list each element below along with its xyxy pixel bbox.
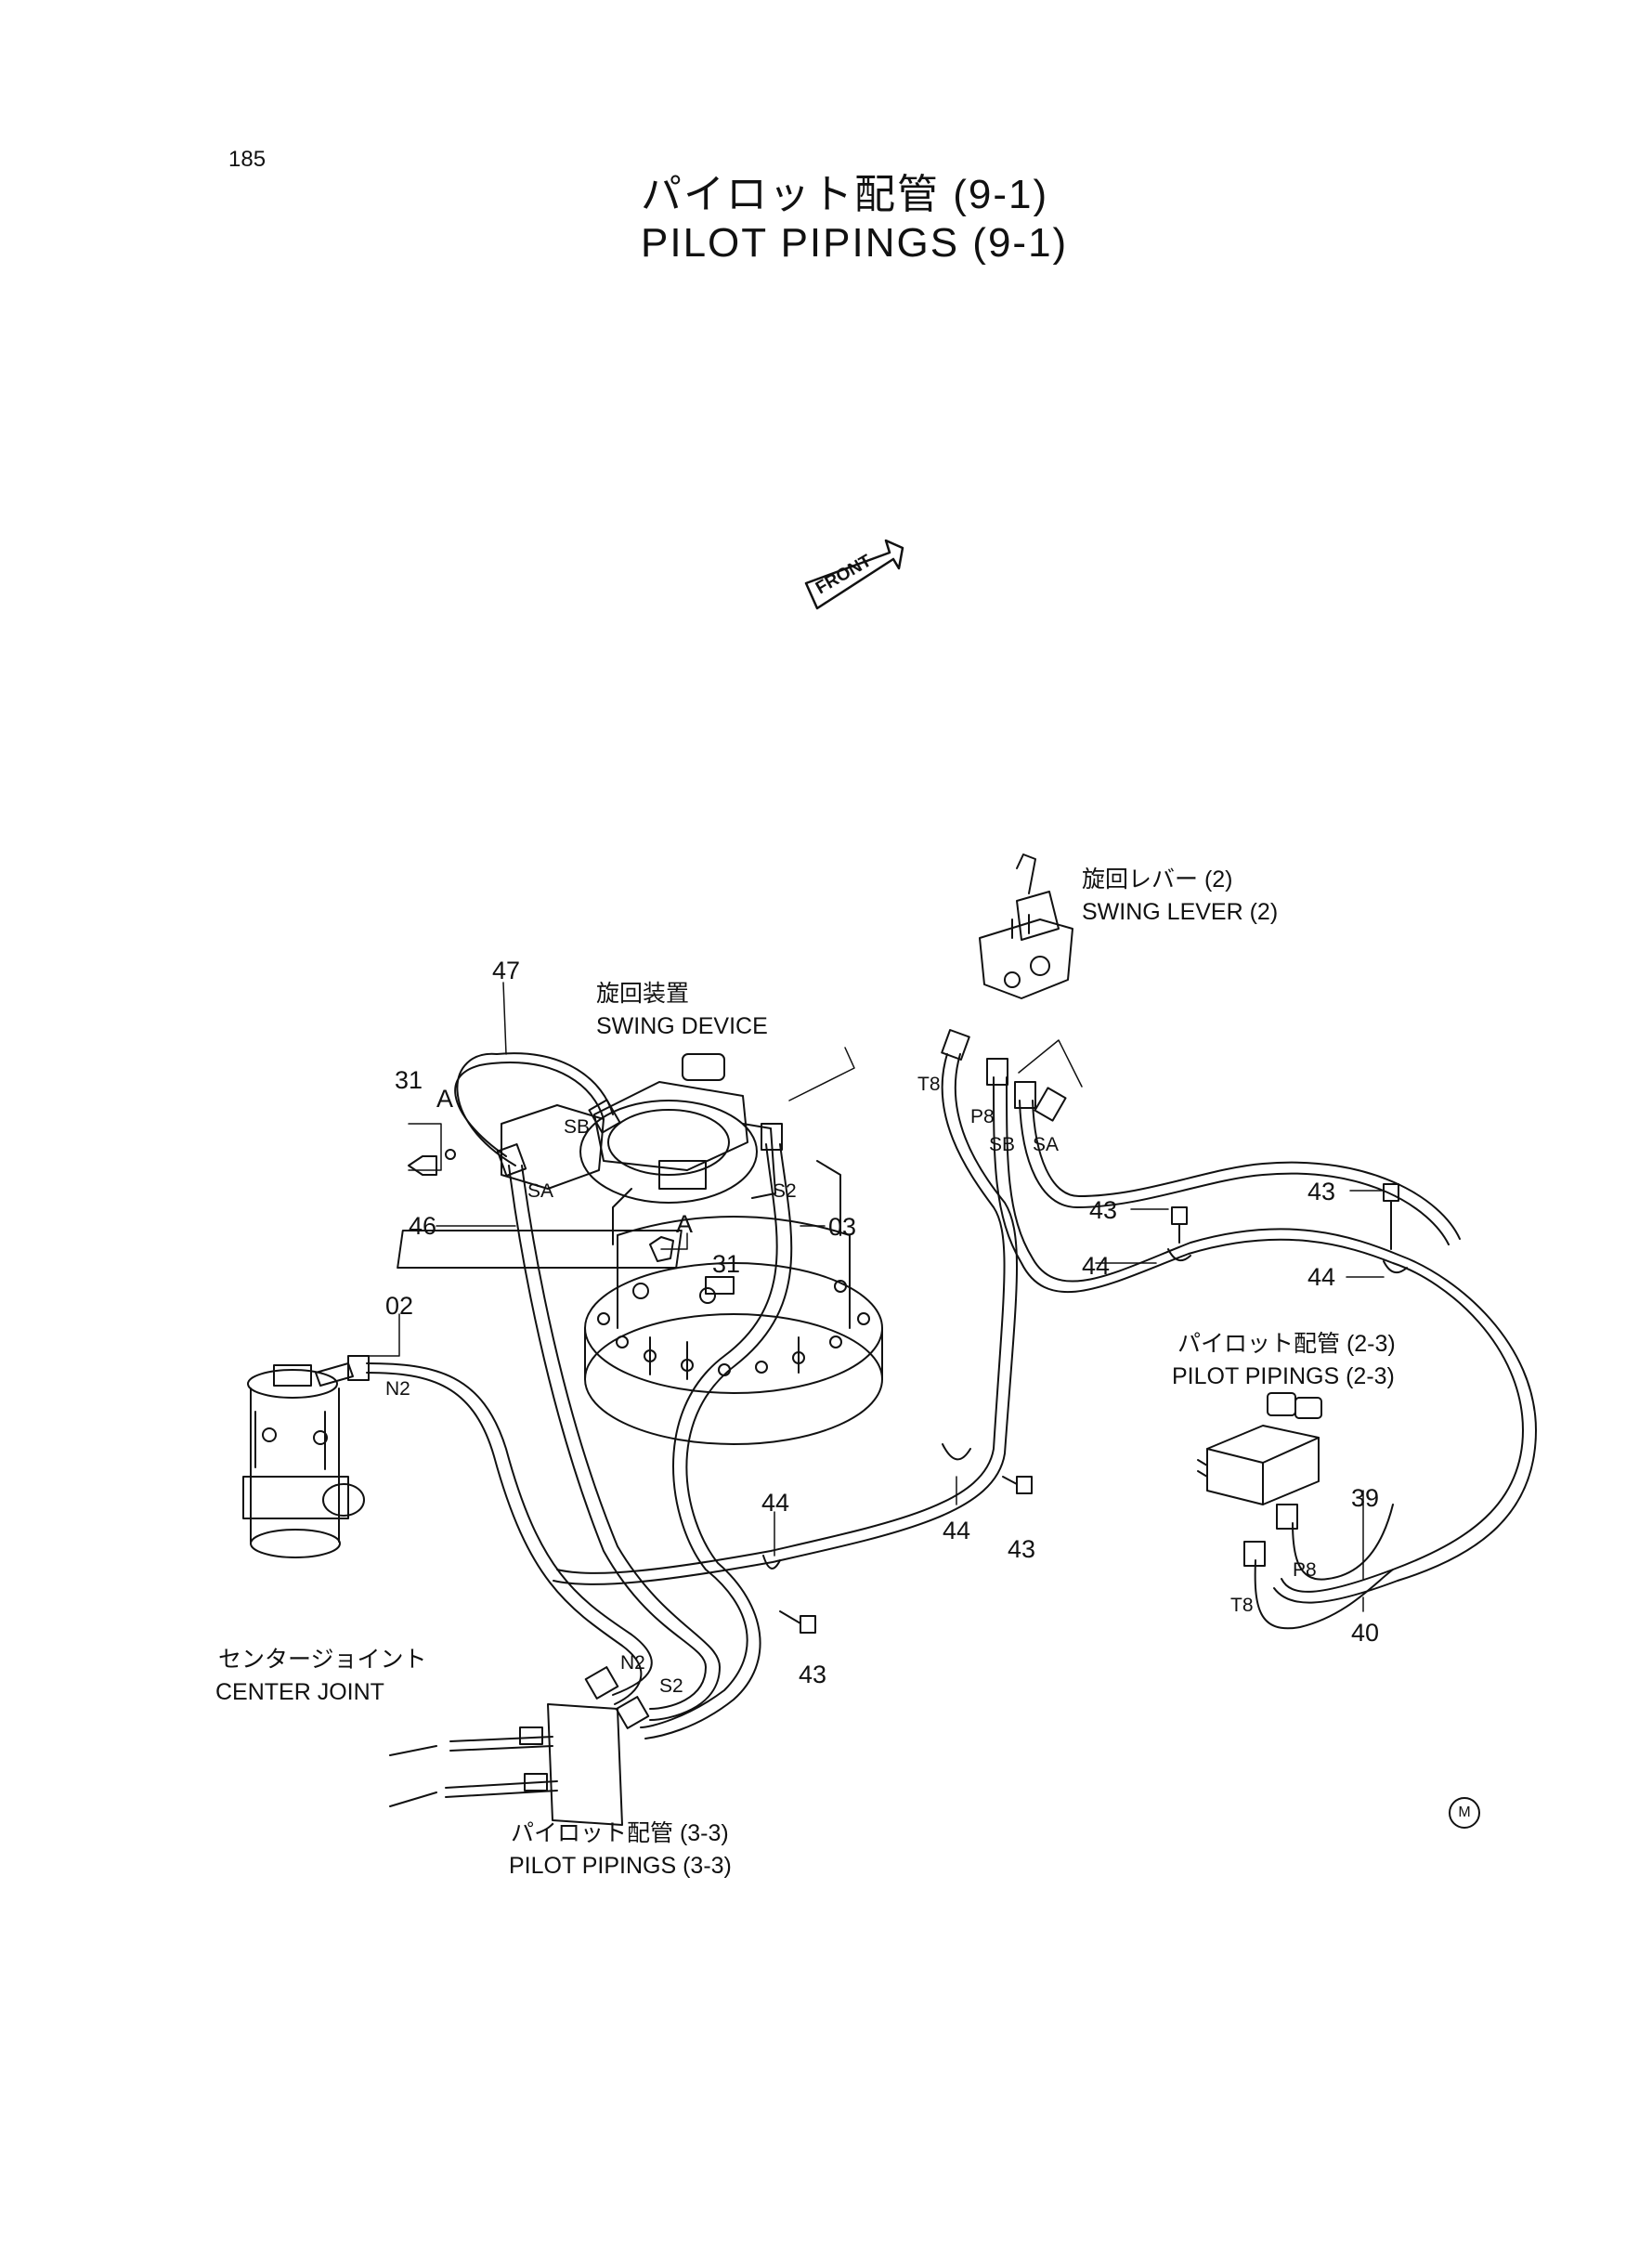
swing-device-jp-label: 旋回装置: [596, 981, 690, 1007]
page-title-en: PILOT PIPINGS (9-1): [641, 220, 1069, 266]
port-label-sb-lever: SB: [989, 1134, 1016, 1155]
port-label-p8: P8: [970, 1106, 995, 1127]
detail-a-parts: [408, 1149, 674, 1262]
part-number-40: 40: [1351, 1619, 1380, 1647]
manufacturer-mark-icon: M: [1449, 1797, 1480, 1829]
swing-lever-illustration: [979, 853, 1073, 999]
page-title-jp: パイロット配管 (9-1): [641, 172, 1049, 217]
part-number-46: 46: [409, 1212, 437, 1240]
pilot-3-3-bracket: [389, 1703, 623, 1826]
part-number-31: 31: [395, 1066, 423, 1094]
part-number-47: 47: [492, 957, 521, 984]
pilot-valve-block-illustration: [1197, 1392, 1322, 1505]
port-label-s2-lower: S2: [659, 1675, 683, 1697]
pilot-pipings-2-3-jp-label: パイロット配管 (2-3): [1177, 1331, 1396, 1357]
detail-mark-a: A: [436, 1085, 454, 1113]
pilot-pipings-2-3-en-label: PILOT PIPINGS (2-3): [1172, 1363, 1395, 1389]
part-number-03: 03: [828, 1213, 857, 1241]
port-label-sa-lever: SA: [1033, 1134, 1060, 1155]
port-label-t8: T8: [917, 1074, 941, 1095]
port-label-n2: N2: [385, 1378, 410, 1400]
part-number-44-d: 44: [943, 1517, 971, 1544]
detail-mark-a-lower: A: [676, 1210, 694, 1238]
port-label-sa: SA: [527, 1180, 554, 1202]
part-number-44-b: 44: [1307, 1263, 1336, 1291]
port-label-s2: S2: [773, 1180, 797, 1202]
center-joint-jp-label: センタージョイント: [218, 1647, 427, 1673]
pilot-pipings-3-3-en-label: PILOT PIPINGS (3-3): [509, 1853, 732, 1879]
pilot-pipings-3-3-jp-label: パイロット配管 (3-3): [511, 1820, 729, 1846]
part-number-02: 02: [385, 1292, 414, 1320]
swing-device-en-label: SWING DEVICE: [596, 1013, 768, 1039]
part-number-44-a: 44: [1082, 1252, 1111, 1280]
page-number: 185: [228, 147, 267, 172]
port-label-n2-lower: N2: [620, 1652, 645, 1674]
center-joint-en-label: CENTER JOINT: [215, 1679, 384, 1705]
port-label-t8-block: T8: [1230, 1595, 1254, 1616]
part-number-43-a: 43: [1089, 1196, 1118, 1224]
clamps-and-bolts: [762, 1183, 1408, 1634]
front-arrow-icon: FRONT: [804, 539, 904, 610]
hoses: [366, 1052, 1537, 1739]
leader-lines: [366, 982, 1385, 1612]
swing-lever-en-label: SWING LEVER (2): [1082, 899, 1279, 925]
port-label-p8-block: P8: [1293, 1559, 1317, 1581]
part-number-44-c: 44: [761, 1489, 790, 1517]
center-joint-illustration: [242, 1362, 365, 1558]
part-number-39: 39: [1351, 1484, 1380, 1512]
part-number-31-lower: 31: [712, 1250, 741, 1278]
swing-device-illustration: [397, 1053, 883, 1445]
hose-fittings: [347, 1029, 1298, 1729]
part-number-43-c: 43: [1008, 1535, 1036, 1563]
part-number-43-b: 43: [1307, 1178, 1336, 1205]
port-label-sb: SB: [564, 1116, 591, 1138]
part-number-43-d: 43: [799, 1661, 827, 1688]
swing-lever-jp-label: 旋回レバー (2): [1082, 866, 1233, 892]
